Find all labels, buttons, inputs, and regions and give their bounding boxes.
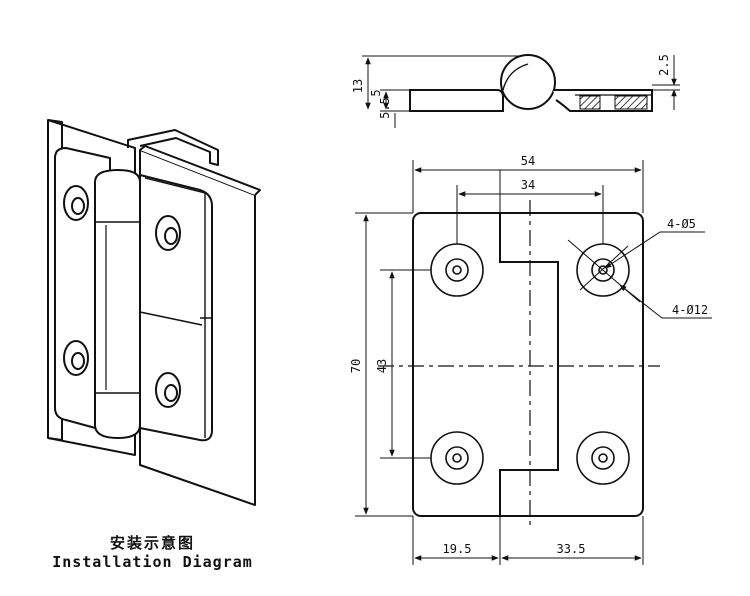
dim-overall-height: 70 (349, 359, 363, 373)
screw-hole-left-top (63, 185, 89, 221)
dim-left-leaf-width: 19.5 (443, 542, 472, 556)
dim-hole-spacing-y: 43 (375, 359, 389, 373)
dim-overall-width: 54 (521, 154, 535, 168)
dim-side-lower-height: 5.5 (378, 97, 392, 119)
dim-side-leaf-thickness: 5 (369, 89, 383, 96)
caption-chinese: 安装示意图 (109, 534, 195, 552)
caption-english: Installation Diagram (52, 553, 253, 571)
dim-hole-spacing-x: 34 (521, 178, 535, 192)
leader-through-hole (604, 231, 705, 269)
side-view (362, 54, 680, 128)
screw-hole-right-bottom (155, 372, 181, 408)
screw-hole-left-bottom (63, 340, 89, 376)
isometric-hinge (47, 119, 261, 506)
knuckle (94, 169, 141, 439)
screw-hole-right-top (155, 215, 181, 251)
leader-counterbore (619, 284, 712, 319)
top-view (355, 160, 712, 565)
label-through-hole: 4-Ø5 (667, 217, 696, 231)
side-barrel (500, 54, 556, 110)
label-counterbore: 4-Ø12 (672, 303, 708, 317)
hole-bottom-right (576, 431, 630, 485)
dim-side-right-step: 2.5 (657, 54, 671, 76)
dim-right-leaf-width: 33.5 (557, 542, 586, 556)
side-left-leaf (409, 89, 504, 112)
dim-side-total-height: 13 (351, 79, 365, 93)
